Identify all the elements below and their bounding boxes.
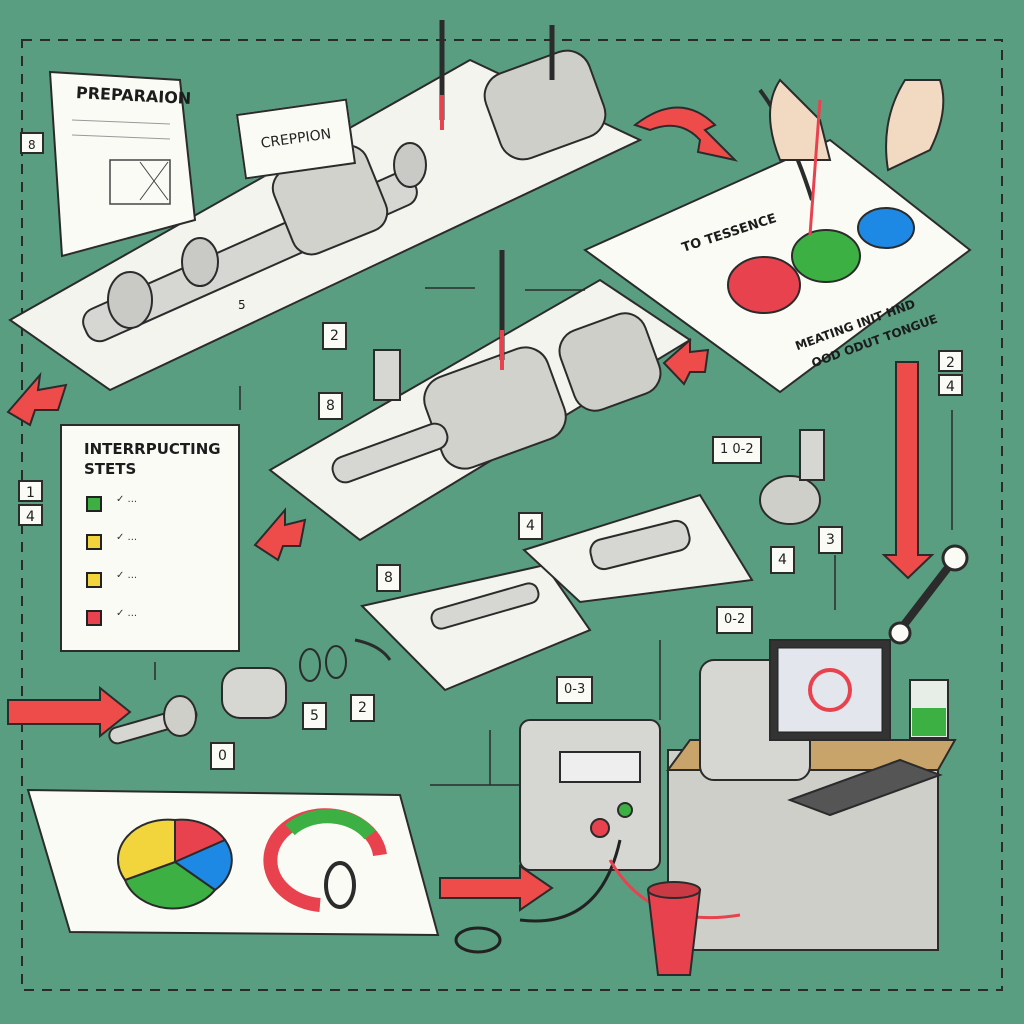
connector-arrows <box>154 287 953 786</box>
step-label: 0-3 <box>556 676 594 704</box>
step-label: 8 <box>20 132 44 154</box>
interrupting-subtitle: STETS <box>84 460 137 478</box>
step-label: 4 <box>518 512 543 540</box>
step-label: 8 <box>376 564 401 592</box>
step-label: 2 <box>350 694 375 722</box>
step-label: 2 <box>322 322 347 350</box>
power-unit <box>454 719 741 954</box>
legend-text: ✓ ... <box>116 532 138 543</box>
step-label: 0 <box>210 742 235 770</box>
preparation-sheet <box>48 70 197 258</box>
red-arrows <box>6 106 935 912</box>
step-label: 1 <box>18 480 43 502</box>
bottom-sheet <box>26 788 440 937</box>
loose-parts <box>108 638 392 745</box>
step-label: 4 <box>18 504 43 526</box>
interrupting-title: INTERRPUCTING <box>84 440 221 458</box>
wrench-icon <box>888 544 969 645</box>
swatch-green <box>86 496 102 512</box>
legend-row-yellow-2: ✓ ... <box>86 570 236 592</box>
interrupting-steps-card: INTERRPUCTING STETS ✓ ... ✓ ... ✓ ... ✓ … <box>60 424 240 652</box>
measuring-panel <box>583 78 972 394</box>
swatch-yellow <box>86 534 102 550</box>
swatch-red <box>86 610 102 626</box>
step-label: 4 <box>938 374 963 396</box>
legend-row-red: ✓ ... <box>86 608 236 630</box>
swatch-yellow <box>86 572 102 588</box>
legend-text: ✓ ... <box>116 608 138 619</box>
workstation <box>666 639 957 951</box>
step-label: 3 <box>818 526 843 554</box>
step-label: 8 <box>318 392 343 420</box>
legend-row-yellow-1: ✓ ... <box>86 532 236 554</box>
legend-text: ✓ ... <box>116 494 138 505</box>
legend-text: ✓ ... <box>116 570 138 581</box>
small-step-number: 5 <box>238 298 246 312</box>
step-label: 1 0-2 <box>712 436 762 464</box>
legend-row-green: ✓ ... <box>86 494 236 516</box>
step-label: 4 <box>770 546 795 574</box>
red-can <box>646 881 702 976</box>
shaft-assembly-top <box>8 20 643 392</box>
step-label: 5 <box>302 702 327 730</box>
step-label: 2 <box>938 350 963 372</box>
step-label: 0-2 <box>716 606 754 634</box>
gear-part <box>759 429 825 525</box>
